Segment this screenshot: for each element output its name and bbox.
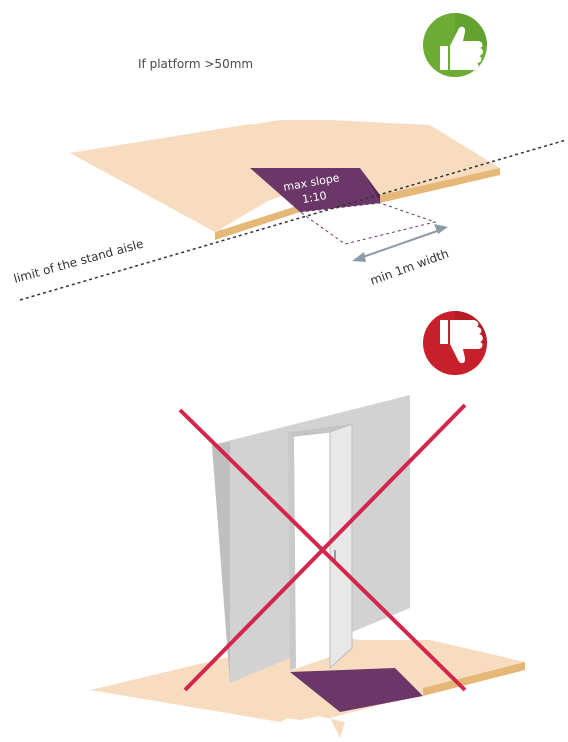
cross-mark [178, 403, 467, 692]
door-floor-ramp [290, 668, 423, 712]
platform-top [70, 120, 500, 240]
aisle-label: limit of the stand aisle [12, 237, 145, 286]
ramp-label-line2: 1:10 [301, 189, 328, 206]
thumbs-down-icon [423, 311, 487, 375]
ramp-extension-outline [298, 202, 437, 245]
width-label: min 1m width [368, 246, 450, 287]
caption-text: If platform >50mm [138, 57, 254, 71]
thumbs-up-icon [423, 13, 487, 77]
ramp [250, 168, 380, 212]
aisle-limit-line [19, 139, 567, 301]
width-arrow [352, 224, 448, 262]
